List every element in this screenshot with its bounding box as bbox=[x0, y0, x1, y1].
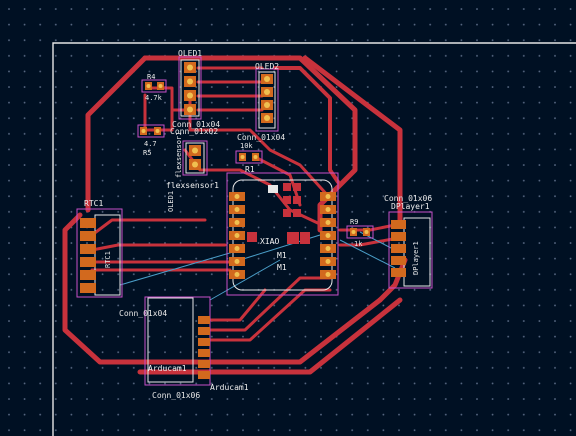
oled2-value: Conn_01x04 bbox=[237, 133, 285, 142]
trace-oled-to-xiao bbox=[188, 98, 332, 200]
r4-ref: R4 bbox=[147, 73, 155, 81]
r4-courtyard bbox=[141, 79, 167, 93]
oled1-vertical-label: OLED1 bbox=[167, 191, 175, 212]
trace-rtc-2 bbox=[90, 243, 227, 252]
r1-ref: R1 bbox=[245, 165, 255, 174]
xiao-center-pads bbox=[247, 183, 310, 244]
rtc1-vertical-label: RTC1 bbox=[104, 251, 112, 268]
oled1-silk bbox=[180, 59, 200, 117]
arducam-ref: Arducam1 bbox=[148, 364, 187, 373]
footprint-r4[interactable]: R4 4.7k bbox=[141, 73, 167, 102]
xiao-left-pads bbox=[229, 192, 245, 279]
arducam-ref-b: Arducam1 bbox=[210, 383, 249, 392]
arducam-silk bbox=[147, 297, 194, 383]
oled2-ref: OLED2 bbox=[255, 62, 279, 71]
trace-rtc-1 bbox=[90, 218, 207, 237]
ratsnest-4 bbox=[339, 239, 396, 269]
footprint-arducam1[interactable]: Conn_01x04 Arducam1 Arducam1 Conn_01x06 bbox=[119, 296, 249, 400]
trace-r1 bbox=[253, 155, 302, 207]
xiao-m1-a: M1 bbox=[277, 251, 287, 260]
trace-left-ring bbox=[62, 212, 383, 365]
flexsensor-ref: flexsensor1 bbox=[166, 181, 219, 190]
trace-cam-1 bbox=[203, 288, 267, 322]
r4-value: 4.7k bbox=[145, 94, 163, 102]
xiao-courtyard bbox=[226, 172, 339, 296]
xiao-m1-b: M1 bbox=[277, 263, 287, 272]
rtc1-courtyard bbox=[76, 208, 123, 298]
footprint-flexsensor[interactable]: flexsensor1 bbox=[166, 140, 219, 190]
oled1-ref: OLED1 bbox=[178, 49, 202, 58]
trace-top-left-loop bbox=[85, 55, 148, 213]
footprint-r1[interactable]: 10k R1 bbox=[235, 142, 263, 174]
flex-courtyard bbox=[182, 140, 208, 176]
trace-cam-2 bbox=[203, 276, 332, 332]
xiao-right-pads bbox=[320, 192, 336, 279]
r9-value: 1k bbox=[354, 240, 363, 248]
ratsnest-3 bbox=[209, 259, 281, 301]
arducam-value-bottom: Conn_01x06 bbox=[152, 391, 200, 400]
oled2-silk bbox=[258, 71, 276, 129]
rtc1-silk bbox=[94, 214, 121, 296]
trace-right-conn-2 bbox=[338, 236, 400, 247]
oled2-pads bbox=[261, 74, 273, 123]
footprint-xiao[interactable]: XIAO M1 M1 bbox=[226, 172, 339, 296]
trace-oled2-right bbox=[273, 66, 340, 184]
dplayer1-pads bbox=[391, 220, 406, 277]
trace-bottom-loop bbox=[137, 297, 403, 375]
dplayer1-value: Conn_01x06 bbox=[384, 194, 432, 203]
footprint-r9[interactable]: R9 1k bbox=[346, 218, 374, 248]
rtc1-ref: RTC1 bbox=[84, 199, 103, 208]
dplayer1-ref: DPlayer1 bbox=[391, 202, 430, 211]
r5-ref: R5 bbox=[143, 149, 151, 157]
r1-courtyard bbox=[235, 150, 263, 164]
board-edge-outline bbox=[52, 42, 576, 436]
r9-ref: R9 bbox=[350, 218, 358, 226]
trace-right-big bbox=[302, 55, 403, 228]
footprint-dplayer1[interactable]: Conn_01x06 DPlayer1 DPlayer1 bbox=[384, 194, 433, 289]
ratsnest-1 bbox=[119, 249, 241, 286]
flex-silk bbox=[185, 142, 205, 174]
oled1-pads bbox=[184, 62, 196, 115]
oled1-value-top: Conn_01x04 bbox=[172, 120, 220, 129]
arducam-pads bbox=[198, 316, 210, 379]
footprint-oled1-header[interactable]: OLED1 bbox=[178, 49, 202, 120]
arducam-value-top: Conn_01x04 bbox=[119, 309, 167, 318]
flexsensor-vertical-label: flexsensor1 bbox=[175, 132, 183, 178]
footprint-oled2-header[interactable]: OLED2 Conn_01x04 bbox=[237, 62, 285, 142]
dplayer1-vertical-label: DPlayer1 bbox=[412, 241, 420, 275]
footprint-rtc1[interactable]: RTC1 RTC1 bbox=[76, 199, 123, 298]
r1-value: 10k bbox=[240, 142, 253, 150]
footprint-r5[interactable]: 4.7 R5 bbox=[137, 124, 165, 157]
conn-01x02-value: Conn_01x02 bbox=[170, 127, 218, 136]
dplayer1-courtyard bbox=[388, 211, 433, 289]
oled2-courtyard bbox=[255, 68, 279, 132]
r5-courtyard bbox=[137, 124, 165, 138]
r9-courtyard bbox=[346, 225, 374, 239]
r5-value: 4.7 bbox=[144, 140, 157, 148]
oled1-courtyard bbox=[178, 56, 202, 120]
rtc1-pads bbox=[80, 218, 96, 293]
xiao-ref: XIAO bbox=[260, 237, 279, 246]
